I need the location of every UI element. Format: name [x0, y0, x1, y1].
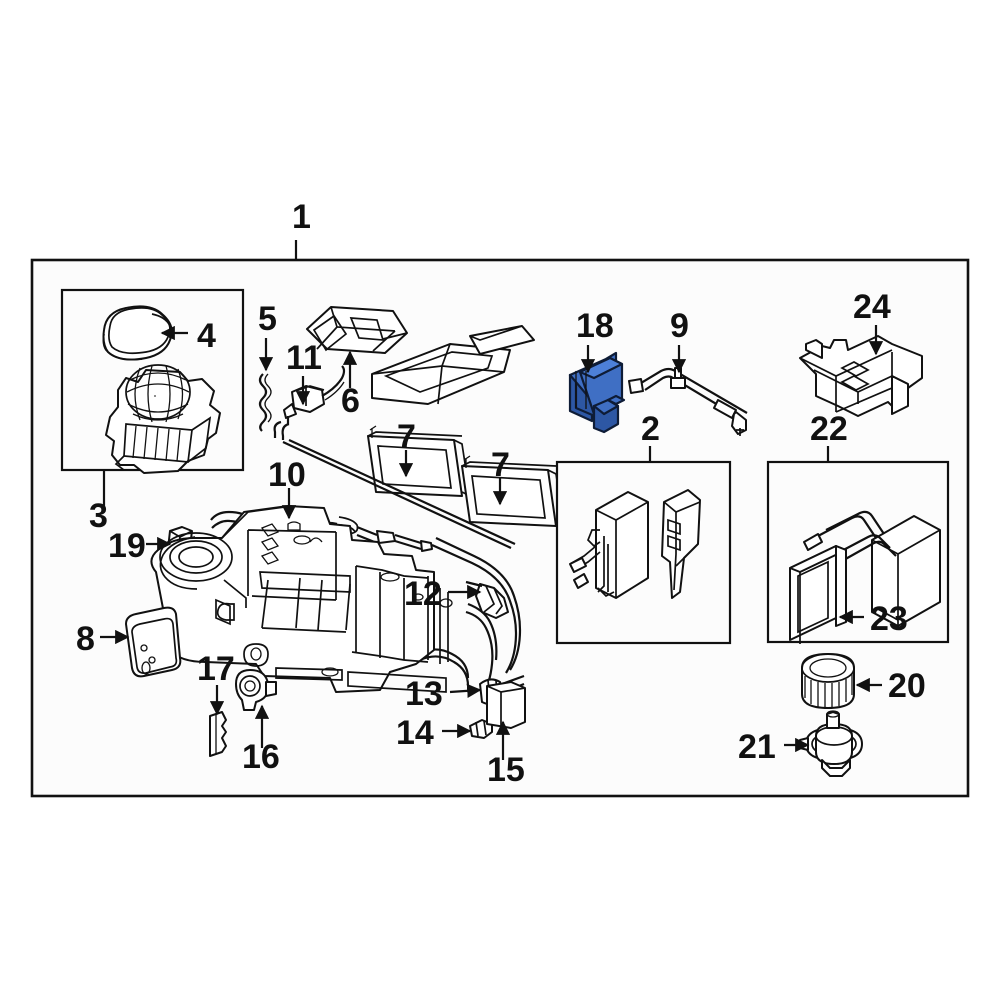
part-duct-wedge — [469, 325, 535, 355]
part-blower-housing-assembly — [105, 364, 221, 474]
callout-label-16: 16 — [242, 738, 280, 776]
callout-label-7a: 7 — [397, 418, 416, 456]
callout-label-6: 6 — [341, 382, 360, 420]
callout-label-23: 23 — [870, 600, 908, 638]
callout-labels: 1 4 5 11 6 7 7 3 10 19 8 17 16 12 13 14 … — [76, 198, 926, 789]
callout-leaders — [100, 240, 884, 760]
part-heater-core-seal — [789, 545, 847, 644]
part-blower-wheel — [801, 653, 855, 709]
callout-label-22: 22 — [810, 410, 848, 448]
callout-label-12: 12 — [404, 575, 442, 613]
callout-label-20: 20 — [888, 667, 926, 705]
part-wire-clip — [258, 373, 272, 432]
callout-label-1: 1 — [292, 198, 311, 236]
callout-label-21: 21 — [738, 728, 776, 766]
part-evaporator-bracket — [661, 489, 701, 599]
part-duct-panel-flat — [371, 343, 511, 405]
part-hvac-case-main-body — [150, 505, 453, 693]
part-air-distribution-duct — [799, 335, 923, 417]
part-cabin-air-filter-frame-a — [367, 425, 472, 498]
callout-label-13: 13 — [405, 675, 443, 713]
callout-label-14: 14 — [396, 714, 434, 752]
callout-label-4: 4 — [197, 317, 216, 355]
part-actuator-motor-small — [235, 669, 277, 711]
callout-label-24: 24 — [853, 288, 891, 326]
callout-label-7b: 7 — [491, 446, 510, 484]
part-hvac-control-module-highlighted — [568, 351, 626, 434]
callout-label-8: 8 — [76, 620, 95, 658]
callout-label-11: 11 — [286, 339, 322, 377]
part-blower-motor — [799, 710, 863, 777]
part-evaporator-core — [569, 491, 649, 599]
part-relay-module-block — [486, 681, 526, 729]
callout-label-5: 5 — [258, 300, 277, 338]
part-air-duct-upper — [306, 306, 408, 354]
callout-label-9: 9 — [670, 307, 689, 345]
callout-label-19: 19 — [108, 527, 146, 565]
callout-label-18: 18 — [576, 307, 614, 345]
callout-label-15: 15 — [487, 751, 525, 789]
part-blower-intake-seal — [102, 305, 173, 361]
part-blower-resistor-cover — [125, 606, 182, 678]
part-mounting-strip — [209, 711, 227, 757]
callout-label-2: 2 — [641, 410, 660, 448]
callout-label-10: 10 — [268, 456, 306, 494]
callout-label-3: 3 — [89, 497, 108, 535]
callout-label-17: 17 — [197, 650, 235, 688]
